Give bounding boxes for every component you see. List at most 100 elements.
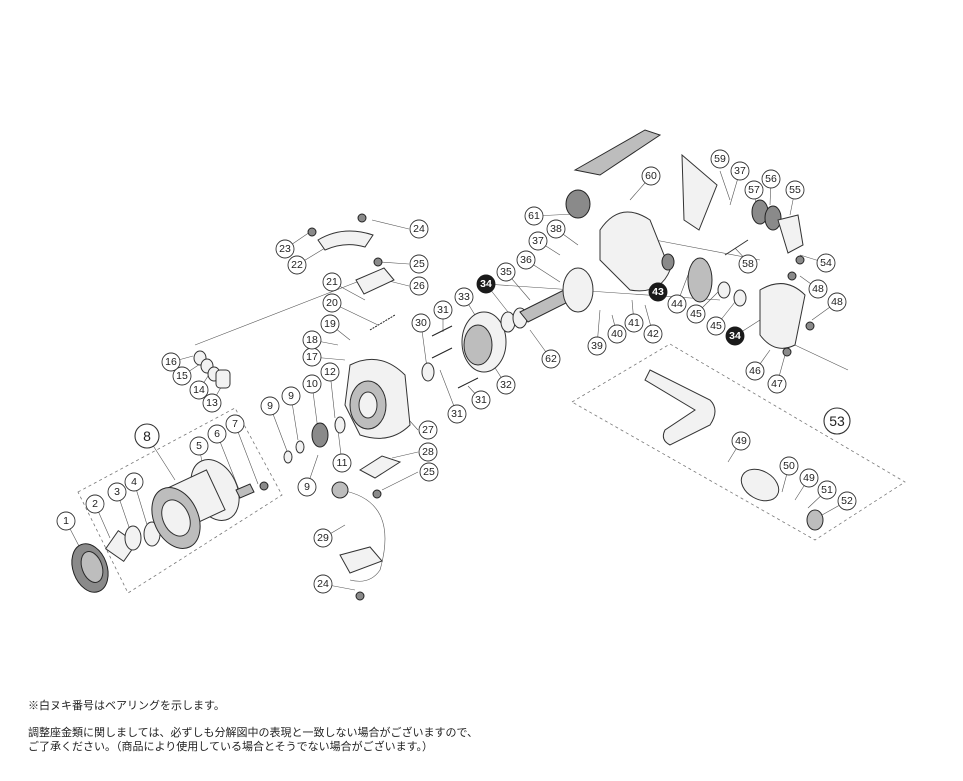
- callout-circle: [302, 330, 322, 350]
- part-callout-54: 54: [816, 253, 836, 273]
- callout-number: 56: [765, 173, 777, 185]
- callout-circle: [287, 255, 307, 275]
- part-callout-25b: 25: [419, 462, 439, 482]
- rotor-bearing-part: [421, 307, 528, 382]
- part-callout-51: 51: [817, 480, 837, 500]
- callout-number: 15: [176, 370, 188, 382]
- callout-number: 49: [735, 435, 747, 447]
- part-callout-4: 4: [124, 472, 144, 492]
- callout-number: 19: [324, 318, 336, 330]
- side-cover-part: [759, 283, 806, 349]
- callout-circle: [202, 393, 222, 413]
- callout-number: 48: [812, 283, 824, 295]
- callout-circle: [189, 436, 209, 456]
- callout-circle: [85, 494, 105, 514]
- callout-number: 6: [214, 428, 220, 440]
- part-callout-14: 14: [189, 380, 209, 400]
- callout-circle: [260, 396, 280, 416]
- callout-number: 7: [232, 418, 238, 430]
- callout-number: 58: [742, 258, 754, 270]
- callout-number: 39: [591, 340, 603, 352]
- disclaimer-line-1: 調整座金類に関しましては、必ずしも分解図中の表現と一致しない場合がございますので…: [28, 727, 479, 739]
- part-drawings: [71, 129, 824, 601]
- callout-number: 8: [143, 428, 151, 444]
- part-callout-23: 23: [275, 239, 295, 259]
- callout-number: 34: [480, 278, 492, 290]
- part-callout-27: 27: [418, 420, 438, 440]
- part-callout-46: 46: [745, 361, 765, 381]
- callout-number: 62: [545, 353, 557, 365]
- part-callout-12: 12: [320, 362, 340, 382]
- callout-number: 38: [550, 223, 562, 235]
- part-callout-41: 41: [624, 313, 644, 333]
- callout-circle: [541, 349, 561, 369]
- callout-number: 5: [196, 440, 202, 452]
- part-callout-8: 8: [134, 423, 160, 449]
- callout-number: 3: [114, 486, 120, 498]
- part-callout-34a: 34: [476, 274, 496, 294]
- callout-number: 36: [520, 254, 532, 266]
- callout-number: 10: [306, 378, 318, 390]
- callout-circle: [418, 442, 438, 462]
- pinion-gear-part: [519, 267, 594, 323]
- callout-number: 35: [500, 266, 512, 278]
- callout-circle: [837, 491, 857, 511]
- callout-circle: [409, 254, 429, 274]
- drag-knob-part: [71, 543, 109, 593]
- callout-circle: [667, 294, 687, 314]
- bail-wire-part: [331, 481, 386, 582]
- callout-circle: [275, 239, 295, 259]
- callout-number: 23: [279, 243, 291, 255]
- callout-circle: [161, 352, 181, 372]
- callout-circle: [332, 453, 352, 473]
- callout-circle: [710, 149, 730, 169]
- callout-number: 42: [647, 328, 659, 340]
- spool-clicker-part: [235, 481, 269, 499]
- callout-number: 30: [415, 317, 427, 329]
- callout-circle: [607, 324, 627, 344]
- callout-number: 4: [131, 476, 137, 488]
- callout-number: 13: [206, 397, 218, 409]
- callout-number: 61: [528, 210, 540, 222]
- callout-number: 14: [193, 384, 205, 396]
- part-callout-45a: 45: [686, 304, 706, 324]
- callout-circle: [648, 282, 668, 302]
- part-callout-28: 28: [418, 442, 438, 462]
- rotor-front-part: [344, 358, 411, 439]
- callout-circle: [302, 374, 322, 394]
- part-callout-37b: 37: [730, 161, 750, 181]
- callout-circle: [761, 169, 781, 189]
- callout-circle: [124, 472, 144, 492]
- part-callout-38: 38: [546, 219, 566, 239]
- callout-number: 31: [451, 408, 463, 420]
- part-callout-34b: 34: [725, 326, 745, 346]
- callout-circle: [817, 480, 837, 500]
- part-callout-62: 62: [541, 349, 561, 369]
- callout-number: 27: [422, 424, 434, 436]
- part-callout-52: 52: [837, 491, 857, 511]
- callout-circle: [799, 468, 819, 488]
- part-callout-31c: 31: [471, 390, 491, 410]
- part-callout-57: 57: [744, 180, 764, 200]
- part-callout-5: 5: [189, 436, 209, 456]
- callout-number: 18: [306, 334, 318, 346]
- part-callout-20: 20: [322, 293, 342, 313]
- callout-circle: [731, 431, 751, 451]
- drive-gear-part: [661, 253, 747, 307]
- callout-number: 28: [422, 446, 434, 458]
- callout-circle: [56, 511, 76, 531]
- part-callout-36: 36: [516, 250, 536, 270]
- part-callout-9a: 9: [260, 396, 280, 416]
- callout-number: 33: [458, 291, 470, 303]
- callout-circle: [134, 423, 160, 449]
- callout-number: 45: [710, 320, 722, 332]
- callout-circle: [322, 293, 342, 313]
- part-callout-7: 7: [225, 414, 245, 434]
- callout-circle: [447, 404, 467, 424]
- part-callout-29: 29: [313, 528, 333, 548]
- callout-number: 2: [92, 498, 98, 510]
- drag-washers-part: [104, 521, 161, 563]
- part-callout-59: 59: [710, 149, 730, 169]
- handle-group-outline: [571, 343, 906, 541]
